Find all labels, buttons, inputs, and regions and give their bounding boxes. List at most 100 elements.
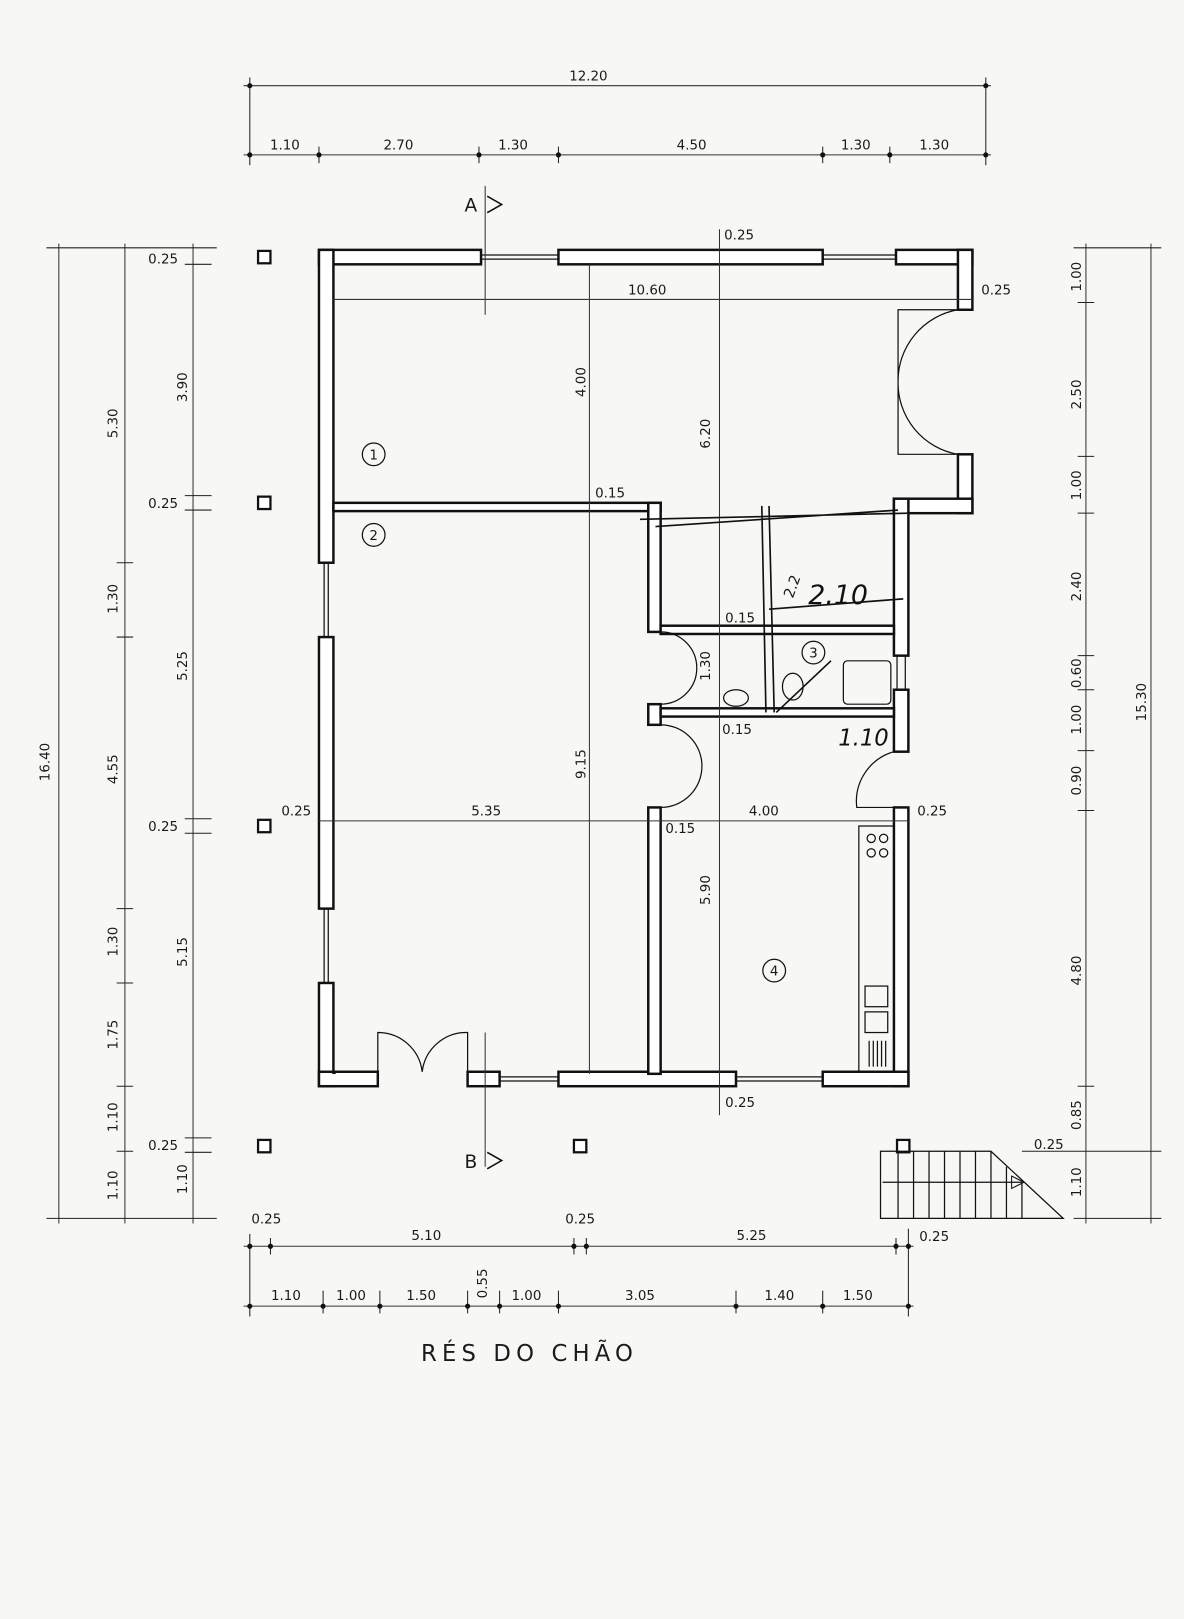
doors xyxy=(377,309,959,1072)
dim-bottom: 0.25 xyxy=(565,1213,595,1228)
dim-left: 5.30 xyxy=(107,408,122,438)
fixtures xyxy=(722,660,895,1073)
section-marker-a: A xyxy=(465,196,478,217)
handwritten-annotations: 2.10 1.10 2.2 xyxy=(639,505,909,751)
dim-left-inner: 5.25 xyxy=(176,651,191,681)
dim-label: 0.15 xyxy=(665,822,695,837)
windows xyxy=(323,254,906,1082)
dim-bottom: 1.00 xyxy=(336,1289,366,1304)
dim-total-height: 16.40 xyxy=(39,743,54,781)
sink xyxy=(722,689,750,707)
wall-interior xyxy=(647,702,662,727)
pillar xyxy=(256,249,272,265)
dim-right: 1.00 xyxy=(1070,705,1085,735)
dim-total-width: 12.20 xyxy=(569,70,607,85)
dim-bottom: 1.00 xyxy=(512,1289,542,1304)
dim-left-inner: 0.25 xyxy=(148,252,178,267)
kitchen-counter xyxy=(858,825,895,1073)
dim-label: 0.25 xyxy=(1034,1138,1064,1153)
dim-label: 5.35 xyxy=(471,805,501,820)
dim-top: 4.50 xyxy=(677,139,707,154)
interior-labels: 0.25 10.60 0.25 4.00 6.20 0.15 0.15 1.30… xyxy=(281,229,1063,1246)
dim-label: 0.25 xyxy=(981,283,1011,298)
dim-left: 1.30 xyxy=(107,927,122,957)
dim-bottom: 0.55 xyxy=(476,1268,491,1298)
dim-left: 1.75 xyxy=(107,1020,122,1050)
dim-bottom: 5.10 xyxy=(411,1229,441,1244)
pillar xyxy=(895,1138,911,1154)
dim-bottom: 3.05 xyxy=(625,1289,655,1304)
pillar xyxy=(256,495,272,511)
room-number: 1 xyxy=(369,448,378,463)
dim-label: 0.15 xyxy=(595,487,625,502)
handwritten-dimension: 2.2 xyxy=(781,573,804,600)
right-dimensions: 1.00 2.50 1.00 2.40 0.60 1.00 0.90 4.80 … xyxy=(1021,243,1162,1224)
dim-label: 0.25 xyxy=(281,805,311,820)
wall-bottom xyxy=(821,1070,910,1088)
dim-left: 1.30 xyxy=(107,584,122,614)
dim-top: 1.30 xyxy=(498,139,528,154)
left-dimensions: 16.40 5.30 1.30 4.55 1.30 1.75 1.10 1.10… xyxy=(39,243,217,1224)
room-number: 2 xyxy=(369,529,378,544)
exterior-stairs xyxy=(879,1150,1065,1219)
wall-right xyxy=(956,248,974,311)
dim-left-inner: 1.10 xyxy=(176,1164,191,1194)
plan-title: RÉS DO CHÃO xyxy=(421,1339,638,1367)
dim-right: 1.00 xyxy=(1070,262,1085,292)
wall-left xyxy=(317,635,335,910)
section-markers: A B xyxy=(465,195,504,1173)
wall-top xyxy=(317,248,483,266)
room-numbers: 1 2 3 4 xyxy=(361,442,826,983)
dim-top: 1.30 xyxy=(919,139,949,154)
pillar xyxy=(256,1138,272,1154)
dim-label: 9.15 xyxy=(574,749,589,779)
dim-top: 2.70 xyxy=(384,139,414,154)
dim-label: 0.25 xyxy=(919,1230,949,1245)
dim-right: 0.85 xyxy=(1070,1100,1085,1130)
dim-label: 0.15 xyxy=(722,723,752,738)
dim-label: 0.25 xyxy=(725,1096,755,1111)
dim-label: 0.25 xyxy=(917,805,947,820)
dim-label: 0.15 xyxy=(725,612,755,627)
wall-right-lower xyxy=(892,688,910,753)
dim-right: 0.90 xyxy=(1070,766,1085,796)
dim-right: 2.50 xyxy=(1070,379,1085,409)
room-number: 3 xyxy=(809,647,818,662)
wall-bottom xyxy=(317,1070,380,1088)
pillars xyxy=(256,249,911,1154)
dim-left-inner: 0.25 xyxy=(148,497,178,512)
dim-total-depth: 15.30 xyxy=(1135,683,1150,721)
wall-interior xyxy=(647,501,662,634)
wall-interior xyxy=(659,624,896,636)
top-dimensions: 12.20 1.10 2.70 1.30 4.50 1.30 1.30 xyxy=(243,70,991,166)
dim-bottom: 0.25 xyxy=(251,1213,281,1228)
wall-left xyxy=(317,248,335,564)
dim-left-inner: 0.25 xyxy=(148,820,178,835)
dim-bottom: 1.50 xyxy=(843,1289,873,1304)
shower-tray xyxy=(842,660,892,705)
bottom-dimensions: 0.25 5.10 0.25 5.25 1.10 1.00 1.50 0.55 … xyxy=(243,1213,914,1317)
dim-left-inner: 0.25 xyxy=(148,1139,178,1154)
dim-top: 1.30 xyxy=(841,139,871,154)
dim-label: 10.60 xyxy=(628,283,666,298)
dim-bottom: 1.40 xyxy=(764,1289,794,1304)
wall-interior xyxy=(647,806,662,1076)
wall-right-lower xyxy=(892,497,910,657)
dim-label: 0.25 xyxy=(724,229,754,244)
handwritten-dimension: 1.10 xyxy=(838,725,889,751)
top-ticks xyxy=(247,146,989,164)
room-number: 4 xyxy=(770,965,779,980)
dim-label: 4.00 xyxy=(749,805,779,820)
handwritten-dimension: 2.10 xyxy=(808,580,868,611)
wall-bottom xyxy=(466,1070,501,1088)
dim-bottom: 1.10 xyxy=(271,1289,301,1304)
dim-right: 2.40 xyxy=(1070,572,1085,602)
dim-left: 1.10 xyxy=(107,1170,122,1200)
dim-right: 1.10 xyxy=(1070,1167,1085,1197)
dim-right: 4.80 xyxy=(1070,956,1085,986)
section-marker-b: B xyxy=(465,1152,478,1173)
dim-right: 1.00 xyxy=(1070,470,1085,500)
wall-top xyxy=(557,248,824,266)
dim-label: 1.30 xyxy=(699,651,714,681)
